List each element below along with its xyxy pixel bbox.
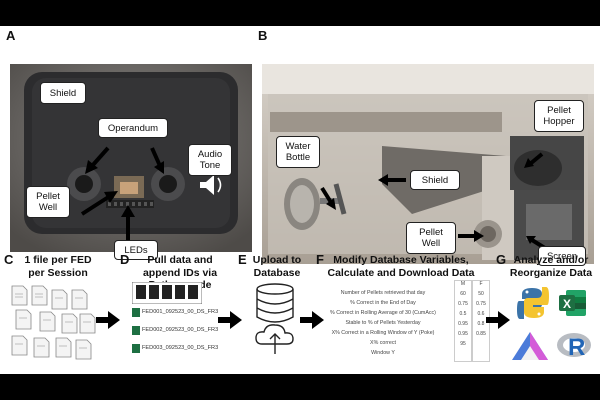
- flow-arrow-icon: [96, 311, 120, 329]
- panel-e-letter: E: [238, 252, 247, 267]
- m-value: 0.75: [458, 301, 468, 307]
- callout-audio-tone: Audio Tone: [188, 144, 232, 176]
- database-cloud-icon: [255, 283, 294, 354]
- panel-f-letter: F: [316, 252, 324, 267]
- callout-shield-b: Shield: [410, 170, 460, 190]
- panel-b-letter: B: [258, 28, 268, 43]
- column-header-f: F: [479, 281, 483, 287]
- variable-label: X% Correct in a Rolling Window of Y (Pok…: [331, 330, 435, 336]
- variable-label: Window Y: [371, 350, 395, 356]
- step-c-title: 1 file per FED per Session: [24, 254, 92, 279]
- callout-operandum: Operandum: [98, 118, 168, 138]
- r-letter: R: [568, 334, 586, 361]
- m-value: 0.95: [458, 321, 468, 327]
- file-name: FED001_092523_00_DS_FR3: [142, 309, 219, 315]
- callout-water-bottle: Water Bottle: [276, 136, 320, 168]
- panel-d-letter: D: [120, 252, 130, 267]
- python-logo-icon: [517, 287, 549, 319]
- spreadsheet-file-icon: [132, 344, 140, 353]
- callout-pellet-well-b: Pellet Well: [406, 222, 456, 254]
- callout-pellet-hopper: Pellet Hopper: [534, 100, 584, 132]
- f-value: 0.85: [476, 331, 486, 337]
- figure: A: [0, 26, 600, 374]
- callout-pellet-well-a: Pellet Well: [26, 186, 70, 218]
- callout-leds: LEDs: [114, 240, 158, 260]
- step-f-title: Modify Database Variables, Calculate and…: [327, 254, 475, 279]
- callout-shield-a: Shield: [40, 82, 86, 104]
- column-header-m: M: [460, 281, 466, 287]
- variable-label: Number of Pellets retrieved that day: [340, 290, 426, 296]
- callout-screen: Screen: [538, 246, 586, 266]
- f-value: 0.6: [477, 311, 485, 317]
- f-value: 0.8: [477, 321, 485, 327]
- flow-arrow-icon: [218, 311, 242, 329]
- f-value: 0.75: [476, 301, 486, 307]
- variable-label: Stable to % of Pellets Yesterday: [345, 320, 421, 326]
- excel-logo-icon: X: [558, 288, 588, 318]
- spreadsheet-file-icon: [132, 308, 140, 317]
- variable-label: % Correct in Rolling Average of 30 (CumA…: [330, 310, 436, 316]
- f-value: 50: [478, 291, 484, 297]
- variable-label: X% correct: [370, 340, 396, 346]
- m-value: 60: [460, 291, 466, 297]
- panel-c-letter: C: [4, 252, 14, 267]
- flow-arrow-icon: [486, 311, 510, 329]
- origin-logo-icon: [512, 332, 548, 360]
- file-stack-icon: [11, 285, 96, 360]
- file-name: FED003_092523_00_DS_FR3: [142, 345, 219, 351]
- r-logo-icon: R: [556, 330, 592, 362]
- spreadsheet-file-icon: [132, 326, 140, 335]
- step-g-title: Analyze and/or Reorganize Data: [509, 254, 593, 279]
- m-value: 95: [460, 341, 466, 347]
- excel-letter: X: [562, 297, 571, 311]
- variable-label: % Correct in the End of Day: [350, 300, 416, 306]
- m-column-box: [454, 280, 472, 362]
- step-e-title: Upload to Database: [252, 254, 302, 279]
- panel-g-letter: G: [496, 252, 507, 267]
- flow-arrow-icon: [300, 311, 324, 329]
- panel-a-letter: A: [6, 28, 16, 43]
- m-value: 0.95: [458, 331, 468, 337]
- combined-files-icon: [132, 282, 202, 304]
- file-name: FED002_092523_00_DS_FR3: [142, 327, 219, 333]
- m-value: 0.5: [459, 311, 467, 317]
